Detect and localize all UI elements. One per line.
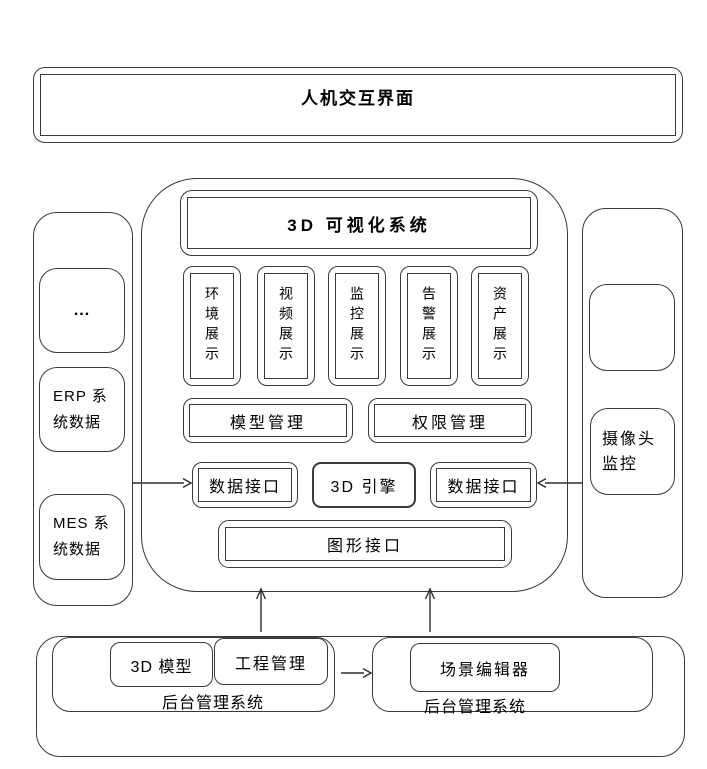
project-management-label: 工程管理 (234, 655, 307, 673)
display-label-environment: 环境展示 (204, 286, 220, 366)
visualization-title: 3D 可视化系统 (287, 215, 431, 235)
mes-data-label: MES 系 统数据 (53, 515, 110, 558)
mes-data-box: MES 系 统数据 (39, 494, 125, 580)
display-box-video: 视频展示 (257, 266, 315, 386)
3d-engine-label: 3D 引擎 (330, 479, 398, 496)
display-box-monitor: 监控展示 (328, 266, 386, 386)
hmi-title: 人机交互界面 (301, 89, 415, 108)
hmi-panel: 人机交互界面 (33, 67, 683, 143)
project-management-box: 工程管理 (214, 638, 328, 685)
display-label-asset: 资产展示 (492, 286, 508, 366)
permission-management-label: 权限管理 (411, 414, 488, 432)
visualization-title-box: 3D 可视化系统 (180, 190, 538, 256)
model-management-box: 模型管理 (183, 398, 353, 443)
data-interface-left-label: 数据接口 (208, 479, 281, 496)
display-label-alarm: 告警展示 (421, 286, 437, 366)
data-interface-left-box: 数据接口 (192, 462, 298, 508)
arrow-up-left (255, 587, 267, 632)
graphics-interface-label: 图形接口 (326, 538, 403, 555)
3d-engine-box: 3D 引擎 (312, 462, 416, 508)
3d-model-box: 3D 模型 (110, 642, 213, 687)
erp-data-label: ERP 系 统数据 (53, 387, 108, 431)
camera-monitor-label: 摄像头 监控 (602, 430, 657, 473)
camera-empty-box (589, 284, 675, 371)
data-interface-right-label: 数据接口 (447, 479, 520, 496)
graphics-interface-box: 图形接口 (218, 520, 512, 568)
display-box-environment: 环境展示 (183, 266, 241, 386)
display-box-alarm: 告警展示 (400, 266, 458, 386)
erp-data-box: ERP 系 统数据 (39, 367, 125, 452)
3d-model-label: 3D 模型 (130, 658, 193, 676)
data-interface-right-box: 数据接口 (430, 462, 537, 508)
backend-caption-right: 后台管理系统 (423, 699, 526, 716)
permission-management-box: 权限管理 (368, 398, 532, 443)
display-label-monitor: 监控展示 (349, 286, 365, 366)
arrow-up-right (424, 587, 436, 632)
model-management-label: 模型管理 (229, 414, 306, 432)
ellipsis-label: ... (73, 301, 91, 319)
camera-monitor-box: 摄像头 监控 (590, 408, 675, 495)
display-label-video: 视频展示 (278, 286, 294, 366)
scene-editor-box: 场景编辑器 (410, 643, 560, 692)
ellipsis-box: ... (39, 268, 125, 353)
display-box-asset: 资产展示 (471, 266, 529, 386)
scene-editor-label: 场景编辑器 (439, 661, 530, 679)
camera-panel (582, 208, 683, 598)
backend-caption-left: 后台管理系统 (161, 695, 264, 712)
